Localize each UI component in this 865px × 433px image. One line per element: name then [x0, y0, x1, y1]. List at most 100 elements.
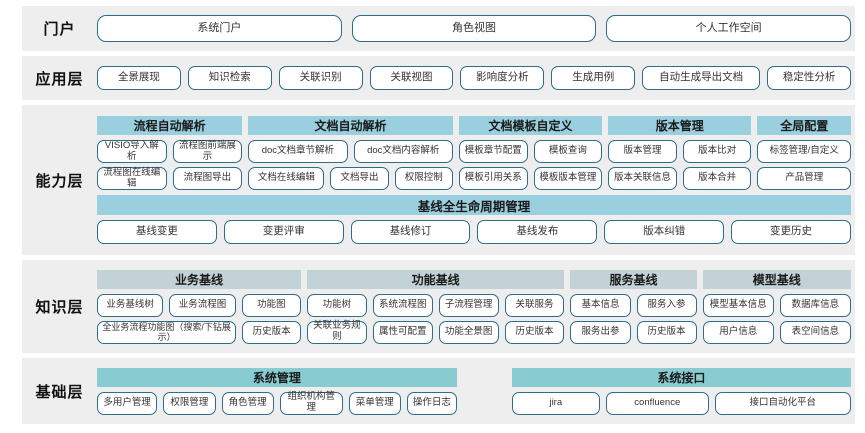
knowledge-cell-1-0-3[interactable]: 关联服务: [504, 293, 565, 317]
knowledge-cell-1-1-1[interactable]: 属性可配置: [372, 320, 433, 344]
lifecycle-item-5[interactable]: 变更历史: [731, 220, 851, 244]
capability-cell-4-1-0[interactable]: 产品管理: [757, 167, 851, 190]
application-item-2[interactable]: 关联识别: [278, 66, 363, 90]
capability-cell-1-1-0[interactable]: 文档在线编辑: [248, 167, 325, 190]
knowledge-cell-2-1-0[interactable]: 服务出参: [570, 320, 631, 344]
application-item-5[interactable]: 生成用例: [551, 66, 636, 90]
knowledge-cell-3-0-0[interactable]: 模型基本信息: [702, 293, 774, 317]
capability-group-4-row-1: 产品管理: [757, 167, 851, 190]
knowledge-cell-0-0-1[interactable]: 业务流程图: [169, 293, 236, 317]
knowledge-cell-0-0-0[interactable]: 业务基线树: [97, 293, 164, 317]
layer-label-knowledge: 知识层: [35, 299, 84, 316]
base-cell-0-4[interactable]: 菜单管理: [348, 391, 401, 415]
capability-cell-0-0-0[interactable]: VISIO导入解析: [97, 140, 167, 163]
knowledge-cell-2-1-1[interactable]: 历史版本: [636, 320, 697, 344]
layer-knowledge: 知识层 业务基线 功能基线 服务基线 模型基线 业务基线树 业务流程图 功能图 …: [22, 260, 855, 353]
application-item-6[interactable]: 自动生成导出文档: [642, 66, 761, 90]
knowledge-cell-1-1-2[interactable]: 功能全景图: [438, 320, 499, 344]
capability-cell-1-1-1[interactable]: 文档导出: [330, 167, 389, 190]
capability-cell-1-0-0[interactable]: doc文档章节解析: [248, 140, 348, 163]
capability-group-header-3: 版本管理: [608, 116, 752, 135]
capability-cell-2-0-1[interactable]: 模板查询: [533, 140, 603, 163]
capability-lifecycle-row: 基线变更 变更评审 基线修订 基线发布 版本纠错 变更历史: [97, 220, 851, 244]
knowledge-cell-3-1-1[interactable]: 表空间信息: [779, 320, 851, 344]
capability-group-0-row-1: 流程图在线编辑 流程图导出: [97, 167, 243, 190]
capability-cell-1-1-2[interactable]: 权限控制: [394, 167, 453, 190]
capability-cell-3-1-1[interactable]: 版本合并: [682, 167, 752, 190]
layer-body-portal: 系统门户 角色视图 个人工作空间: [97, 15, 855, 42]
base-group-headers: 系统管理 系统接口: [97, 367, 851, 387]
capability-cell-2-1-1[interactable]: 模板版本管理: [533, 167, 603, 190]
layer-label-application: 应用层: [35, 70, 84, 88]
knowledge-group-1: 功能树 系统流程图 子流程管理 关联服务 关联业务规则 属性可配置 功能全景图 …: [306, 293, 565, 344]
capability-cell-3-0-0[interactable]: 版本管理: [608, 140, 677, 163]
knowledge-group-3-row-0: 模型基本信息 数据库信息: [702, 293, 851, 317]
knowledge-cell-2-0-1[interactable]: 服务入参: [636, 293, 697, 317]
knowledge-group-2: 基本信息 服务入参 服务出参 历史版本: [570, 293, 697, 344]
base-cell-0-0[interactable]: 多用户管理: [97, 391, 158, 415]
layer-label-base: 基础层: [35, 383, 84, 401]
knowledge-group-header-1: 功能基线: [306, 269, 565, 289]
capability-cell-2-1-0[interactable]: 模板引用关系: [458, 167, 528, 190]
capability-group-1: doc文档章节解析 doc文档内容解析 文档在线编辑 文档导出 权限控制: [248, 140, 453, 190]
base-cell-0-5[interactable]: 操作日志: [406, 391, 457, 415]
capability-cell-1-0-1[interactable]: doc文档内容解析: [353, 140, 453, 163]
capability-group-3: 版本管理 版本比对 版本关联信息 版本合并: [608, 140, 752, 190]
lifecycle-item-4[interactable]: 版本纠错: [604, 220, 725, 244]
base-cell-1-1-confluence[interactable]: confluence: [605, 391, 709, 415]
portal-item-0[interactable]: 系统门户: [97, 15, 342, 42]
application-item-7[interactable]: 稳定性分析: [767, 66, 852, 90]
application-item-4[interactable]: 影响度分析: [460, 66, 545, 90]
capability-cell-3-0-1[interactable]: 版本比对: [682, 140, 752, 163]
base-cell-1-2[interactable]: 接口自动化平台: [714, 391, 851, 415]
capability-cell-2-0-0[interactable]: 模板章节配置: [458, 140, 528, 163]
capability-lifecycle-header: 基线全生命周期管理: [97, 195, 851, 215]
knowledge-cell-1-1-0[interactable]: 关联业务规则: [306, 320, 367, 344]
capability-cell-0-0-1[interactable]: 流程图前端展示: [172, 140, 243, 163]
application-item-3[interactable]: 关联视图: [369, 66, 454, 90]
knowledge-cell-1-0-1[interactable]: 系统流程图: [372, 293, 433, 317]
base-group-0-row-0: 多用户管理 权限管理 角色管理 组织机构管理 菜单管理 操作日志: [97, 391, 457, 415]
knowledge-cell-0-1-0[interactable]: 全业务流程功能图（搜索/下钻展示）: [97, 320, 237, 344]
capability-cell-0-1-0[interactable]: 流程图在线编辑: [97, 167, 167, 190]
knowledge-cell-0-1-1[interactable]: 历史版本: [242, 320, 301, 344]
knowledge-cell-2-0-0[interactable]: 基本信息: [570, 293, 631, 317]
capability-group-2-row-1: 模板引用关系 模板版本管理: [458, 167, 603, 190]
lifecycle-item-3[interactable]: 基线发布: [477, 220, 598, 244]
base-group-1: jira confluence 接口自动化平台: [511, 391, 851, 415]
knowledge-cell-1-0-2[interactable]: 子流程管理: [438, 293, 499, 317]
knowledge-cell-1-1-3[interactable]: 历史版本: [504, 320, 565, 344]
base-group-1-row-0: jira confluence 接口自动化平台: [511, 391, 851, 415]
capability-cell-4-0-0[interactable]: 标签管理/自定义: [757, 140, 851, 163]
layer-body-capability: 流程自动解析 文档自动解析 文档模板自定义 版本管理 全局配置 VISIO导入解…: [97, 116, 855, 244]
layer-body-knowledge: 业务基线 功能基线 服务基线 模型基线 业务基线树 业务流程图 功能图 全业务流…: [97, 269, 855, 344]
capability-cell-0-1-1[interactable]: 流程图导出: [172, 167, 243, 190]
capability-cell-3-1-0[interactable]: 版本关联信息: [608, 167, 677, 190]
knowledge-cell-3-1-0[interactable]: 用户信息: [702, 320, 774, 344]
knowledge-cell-0-0-2[interactable]: 功能图: [241, 293, 301, 317]
application-item-0[interactable]: 全景展现: [97, 66, 181, 90]
base-group-header-1: 系统接口: [511, 367, 851, 387]
knowledge-cell-1-0-0[interactable]: 功能树: [306, 293, 367, 317]
knowledge-groups: 业务基线树 业务流程图 功能图 全业务流程功能图（搜索/下钻展示） 历史版本 功…: [97, 293, 851, 344]
knowledge-group-header-3: 模型基线: [702, 269, 851, 289]
base-cell-0-1[interactable]: 权限管理: [163, 391, 216, 415]
portal-item-1[interactable]: 角色视图: [351, 15, 597, 42]
lifecycle-item-2[interactable]: 基线修订: [350, 220, 471, 244]
base-cell-0-3[interactable]: 组织机构管理: [279, 391, 343, 415]
base-cell-1-0-jira[interactable]: jira: [511, 391, 600, 415]
portal-item-2[interactable]: 个人工作空间: [606, 15, 852, 42]
application-item-1[interactable]: 知识检索: [187, 66, 272, 90]
base-cell-0-2[interactable]: 角色管理: [221, 391, 274, 415]
application-row: 全景展现 知识检索 关联识别 关联视图 影响度分析 生成用例 自动生成导出文档 …: [97, 66, 852, 90]
lifecycle-item-1[interactable]: 变更评审: [223, 220, 344, 244]
knowledge-group-0-row-0: 业务基线树 业务流程图 功能图: [97, 293, 301, 317]
lifecycle-item-0[interactable]: 基线变更: [97, 220, 217, 244]
base-group-0: 多用户管理 权限管理 角色管理 组织机构管理 菜单管理 操作日志: [97, 391, 457, 415]
layer-label-portal: 门户: [43, 21, 76, 38]
knowledge-cell-3-0-1[interactable]: 数据库信息: [779, 293, 851, 317]
knowledge-group-headers: 业务基线 功能基线 服务基线 模型基线: [97, 269, 851, 289]
capability-group-header-1: 文档自动解析: [248, 116, 453, 135]
knowledge-group-0-row-1: 全业务流程功能图（搜索/下钻展示） 历史版本: [97, 320, 301, 344]
knowledge-group-header-2: 服务基线: [570, 269, 697, 289]
